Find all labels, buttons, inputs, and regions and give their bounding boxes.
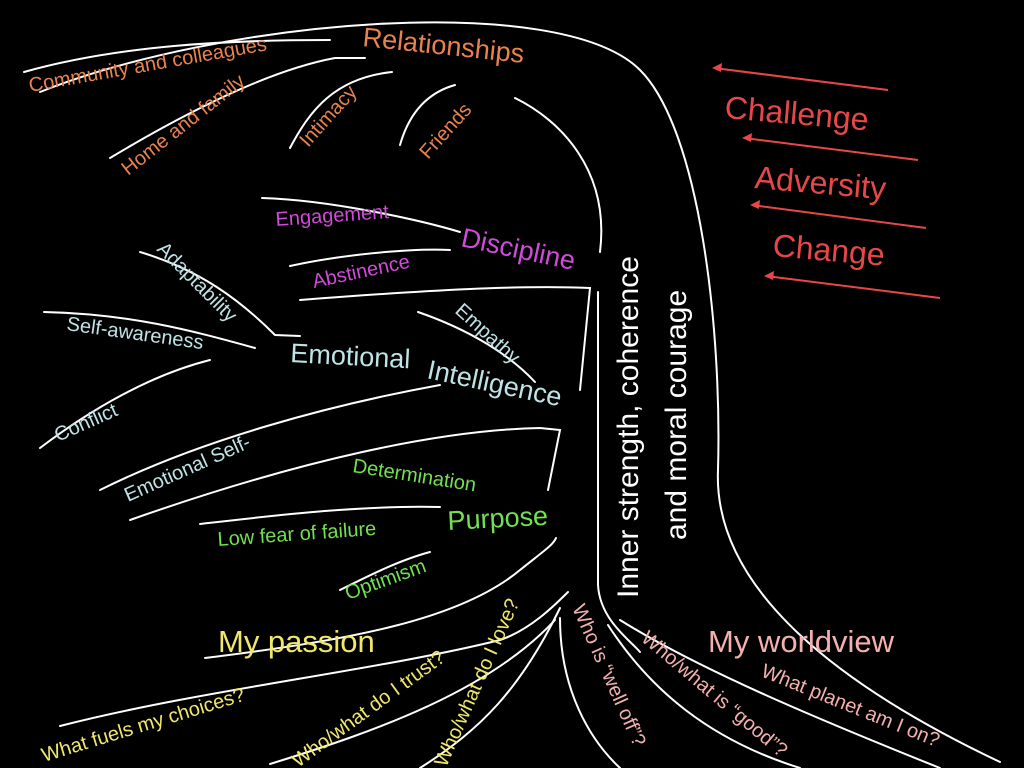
force-challenge: Challenge <box>723 89 870 137</box>
trunk-left-edge <box>39 21 1001 763</box>
passion-who-love: Who/what do I love? <box>430 596 524 768</box>
arrow-change <box>751 204 927 229</box>
worldview-group: My worldview Who is “well off”? Who/what… <box>567 601 942 762</box>
branch-low-fear <box>199 505 441 525</box>
discipline-group: Discipline Engagement Abstinence <box>275 201 578 293</box>
arrow-adversity <box>743 137 919 161</box>
branch-community <box>23 39 331 73</box>
branch-well-off <box>559 617 621 768</box>
branch-emotional-self <box>99 384 441 491</box>
purpose-determination: Determination <box>351 455 477 496</box>
branch-empathy <box>417 311 536 383</box>
branch-purpose-body <box>204 537 557 659</box>
discipline-abstinence: Abstinence <box>310 251 411 293</box>
branch-conflict <box>39 359 211 449</box>
passion-what-fuels: What fuels my choices? <box>39 684 247 767</box>
branch-engagement <box>261 197 461 233</box>
arrowhead-icon <box>712 63 722 72</box>
arrowhead-icon <box>750 200 760 209</box>
forces: Challenge Adversity Change <box>723 89 887 273</box>
discipline-engagement: Engagement <box>275 201 390 231</box>
branch-abstinence <box>289 248 451 267</box>
discipline-heading: Discipline <box>459 223 578 276</box>
relationships-friends: Friends <box>415 99 476 163</box>
branch-who-trust <box>269 619 556 765</box>
worldview-planet: What planet am I on? <box>758 660 943 752</box>
branch-good <box>607 624 801 768</box>
ei-conflict: Conflict <box>51 399 121 446</box>
branch-optimism <box>339 551 431 591</box>
relationships-group: Relationships Community and colleagues H… <box>27 22 526 180</box>
relationships-heading: Relationships <box>361 22 525 69</box>
force-adversity: Adversity <box>753 159 887 206</box>
purpose-group: Purpose Determination Low fear of failur… <box>217 455 549 604</box>
arrowhead-icon <box>742 133 752 142</box>
branch-ei-body <box>129 426 562 521</box>
trunk-label: Inner strength, coherence and moral cour… <box>612 256 693 598</box>
worldview-heading: My worldview <box>708 624 895 659</box>
branch-planet <box>619 619 941 768</box>
ei-heading-part1: Emotional <box>290 338 411 374</box>
branch-discipline-body <box>299 286 592 391</box>
purpose-low-fear: Low fear of failure <box>217 518 377 551</box>
branch-friends <box>399 84 456 146</box>
arrow-change-2 <box>765 275 941 299</box>
branch-what-fuels <box>59 591 569 727</box>
ei-emotional-self: Emotional Self- <box>121 431 254 506</box>
relationships-intimacy: Intimacy <box>295 81 361 151</box>
tree-branches <box>23 21 1001 768</box>
worldview-well-off: Who is “well off”? <box>567 601 649 750</box>
ei-adaptability: Adaptability <box>152 238 241 327</box>
ei-empathy: Empathy <box>451 299 524 368</box>
force-change: Change <box>771 227 886 273</box>
relationships-home-family: Home and family <box>118 70 250 180</box>
purpose-heading: Purpose <box>447 501 549 536</box>
trunk-label-line2: and moral courage <box>660 290 693 540</box>
arrow-challenge <box>713 67 889 91</box>
purpose-optimism: Optimism <box>342 555 429 605</box>
passion-heading: My passion <box>218 624 375 659</box>
branch-intimacy <box>289 71 393 149</box>
branch-who-love <box>419 607 561 768</box>
trunk-label-line1: Inner strength, coherence <box>612 256 645 598</box>
force-arrows <box>712 63 941 299</box>
branch-self-awareness <box>43 311 256 349</box>
branch-adaptability <box>139 251 301 337</box>
emotional-intelligence-group: Emotional Intelligence Adaptability Self… <box>51 238 565 507</box>
branch-home <box>109 57 366 159</box>
arrowhead-icon <box>764 271 774 280</box>
trunk-right-edge <box>514 97 641 653</box>
ei-heading-part2: Intelligence <box>425 355 565 413</box>
